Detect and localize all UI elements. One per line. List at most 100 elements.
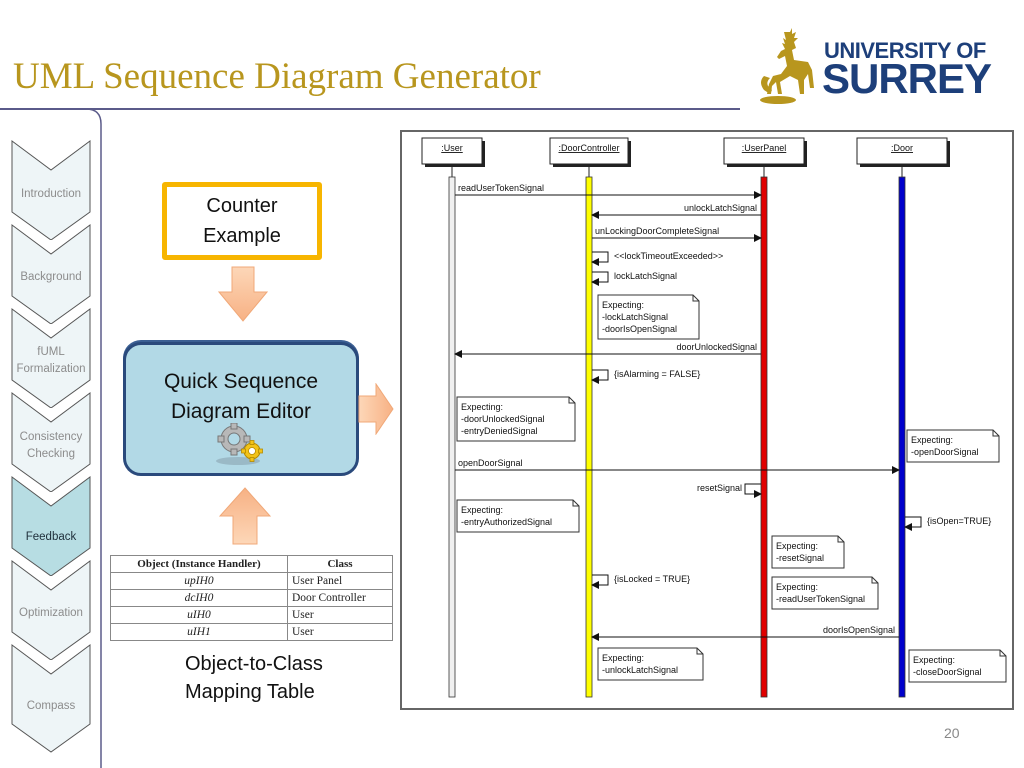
sequence-diagram-canvas: :User :DoorController :UserPanel :Door read… (421, 137, 1007, 698)
logo-line2: SURREY (822, 55, 992, 102)
lifeline-box (421, 137, 483, 165)
chevron-shape (11, 560, 91, 660)
chevron-shape (11, 644, 91, 753)
object-cell: upIH0 (110, 572, 288, 590)
counter-example-line1: Counter (206, 195, 278, 217)
self-message-arrow (591, 574, 609, 589)
column-header: Class (287, 555, 393, 573)
class-cell: User (287, 606, 393, 624)
nav-label: Feedback (25, 531, 77, 543)
note-text: -closeDoorSignal (913, 667, 982, 677)
arrow-up-icon (219, 487, 271, 545)
note-fold (692, 295, 699, 302)
message-label: unLockingDoorCompleteSignal (595, 226, 719, 236)
chevron-shape (11, 224, 91, 324)
note-text: Expecting: (461, 402, 503, 412)
note-fold (999, 650, 1006, 657)
note-text: -unlockLatchSignal (602, 665, 678, 675)
message-label: readUserTokenSignal (458, 183, 544, 193)
page-number: 20 (944, 725, 960, 741)
chevron-shape (11, 140, 91, 240)
class-cell: User (287, 623, 393, 641)
lifeline-box (723, 137, 805, 165)
note-text: Expecting: (776, 541, 818, 551)
activation-bar (760, 176, 768, 698)
note-text: -entryAuthorizedSignal (461, 517, 552, 527)
message-label: {isAlarming = FALSE} (614, 369, 700, 379)
note-fold (837, 536, 844, 543)
sequence-diagram: :User :DoorController :UserPanel :Door read… (400, 130, 1014, 710)
caption-line1: Object-to-Class (185, 653, 323, 675)
lifeline-box (549, 137, 629, 165)
gears-icon (216, 423, 263, 465)
nav-label: Compass (26, 700, 76, 712)
message-label: <<lockTimeoutExceeded>> (614, 251, 723, 261)
note-box (597, 647, 704, 681)
note-text: -readUserTokenSignal (776, 594, 865, 604)
message-label: lockLatchSignal (614, 271, 677, 281)
slide-title: UML Sequence Diagram Generator (13, 56, 541, 97)
activation-bar (585, 176, 593, 698)
note-box (597, 294, 700, 340)
note-text: Expecting: (776, 582, 818, 592)
note-fold (696, 648, 703, 655)
lifeline-name: :Door (891, 143, 913, 153)
note-box (771, 535, 845, 569)
message-label: {isOpen=TRUE} (927, 516, 991, 526)
note-box (908, 649, 1007, 683)
message-label: resetSignal (697, 483, 742, 493)
column-header: Object (Instance Handler) (110, 555, 288, 573)
note-text: Expecting: (461, 505, 503, 515)
object-cell: dcIH0 (110, 589, 288, 607)
note-text: -doorIsOpenSignal (602, 324, 677, 334)
note-fold (568, 397, 575, 404)
editor-line2: Diagram Editor (170, 400, 312, 423)
table-row: upIH0 User Panel (110, 572, 393, 590)
table-header-row: Object (Instance Handler) Class (110, 555, 393, 573)
note-text: -doorUnlockedSignal (461, 414, 545, 424)
note-box (456, 396, 576, 442)
nav-item-feedback[interactable]: Feedback (11, 476, 91, 576)
table-row: uIH1 User (110, 623, 393, 641)
caption-line2: Mapping Table (185, 681, 315, 703)
university-logo: UNIVERSITY OF SURREY (758, 28, 998, 106)
object-to-class-mapping-table: Object (Instance Handler) Class upIH0 Us… (110, 555, 393, 641)
table-row: dcIH0 Door Controller (110, 589, 393, 607)
note-text: Expecting: (911, 435, 953, 445)
note-text: -resetSignal (776, 553, 824, 563)
nav-item-background[interactable]: Background (11, 224, 91, 324)
stag-emblem-icon (760, 28, 814, 104)
nav-item-optimization[interactable]: Optimization (11, 560, 91, 660)
message-label: doorIsOpenSignal (823, 625, 895, 635)
note-text: Expecting: (602, 653, 644, 663)
nav-item-consistency-checking[interactable]: Consistency Checking (11, 392, 91, 492)
class-cell: User Panel (287, 572, 393, 590)
note-box (771, 576, 879, 610)
counter-example-line2: Example (203, 225, 281, 247)
nav-label: Background (20, 271, 82, 283)
lifeline-name: :UserPanel (742, 143, 787, 153)
lifeline-name: :DoorController (558, 143, 619, 153)
nav-item-compass[interactable]: Compass (11, 644, 91, 753)
logo-line1: UNIVERSITY OF (824, 38, 986, 63)
quick-sequence-diagram-editor-box: Quick Sequence Diagram Editor (123, 342, 359, 476)
nav-label: Optimization (19, 607, 83, 619)
self-message-arrow (591, 369, 609, 384)
nav-item-fuml-formalization[interactable]: fUML Formalization (11, 308, 91, 408)
activation-bar (898, 176, 906, 698)
chevron-shape (11, 476, 91, 576)
self-message-arrow (904, 516, 922, 531)
class-cell: Door Controller (287, 589, 393, 607)
chevron-shape (11, 308, 91, 408)
note-text: Expecting: (602, 300, 644, 310)
self-message-arrow (591, 251, 609, 266)
object-cell: uIH0 (110, 606, 288, 624)
note-fold (992, 430, 999, 437)
message-label: {isLocked = TRUE} (614, 574, 690, 584)
lifeline-name: :User (441, 143, 463, 153)
nav-item-introduction[interactable]: Introduction (11, 140, 91, 240)
editor-line1: Quick Sequence (163, 370, 319, 393)
self-message-arrow (744, 483, 762, 498)
message-label: unlockLatchSignal (684, 203, 757, 213)
note-text: -entryDeniedSignal (461, 426, 538, 436)
